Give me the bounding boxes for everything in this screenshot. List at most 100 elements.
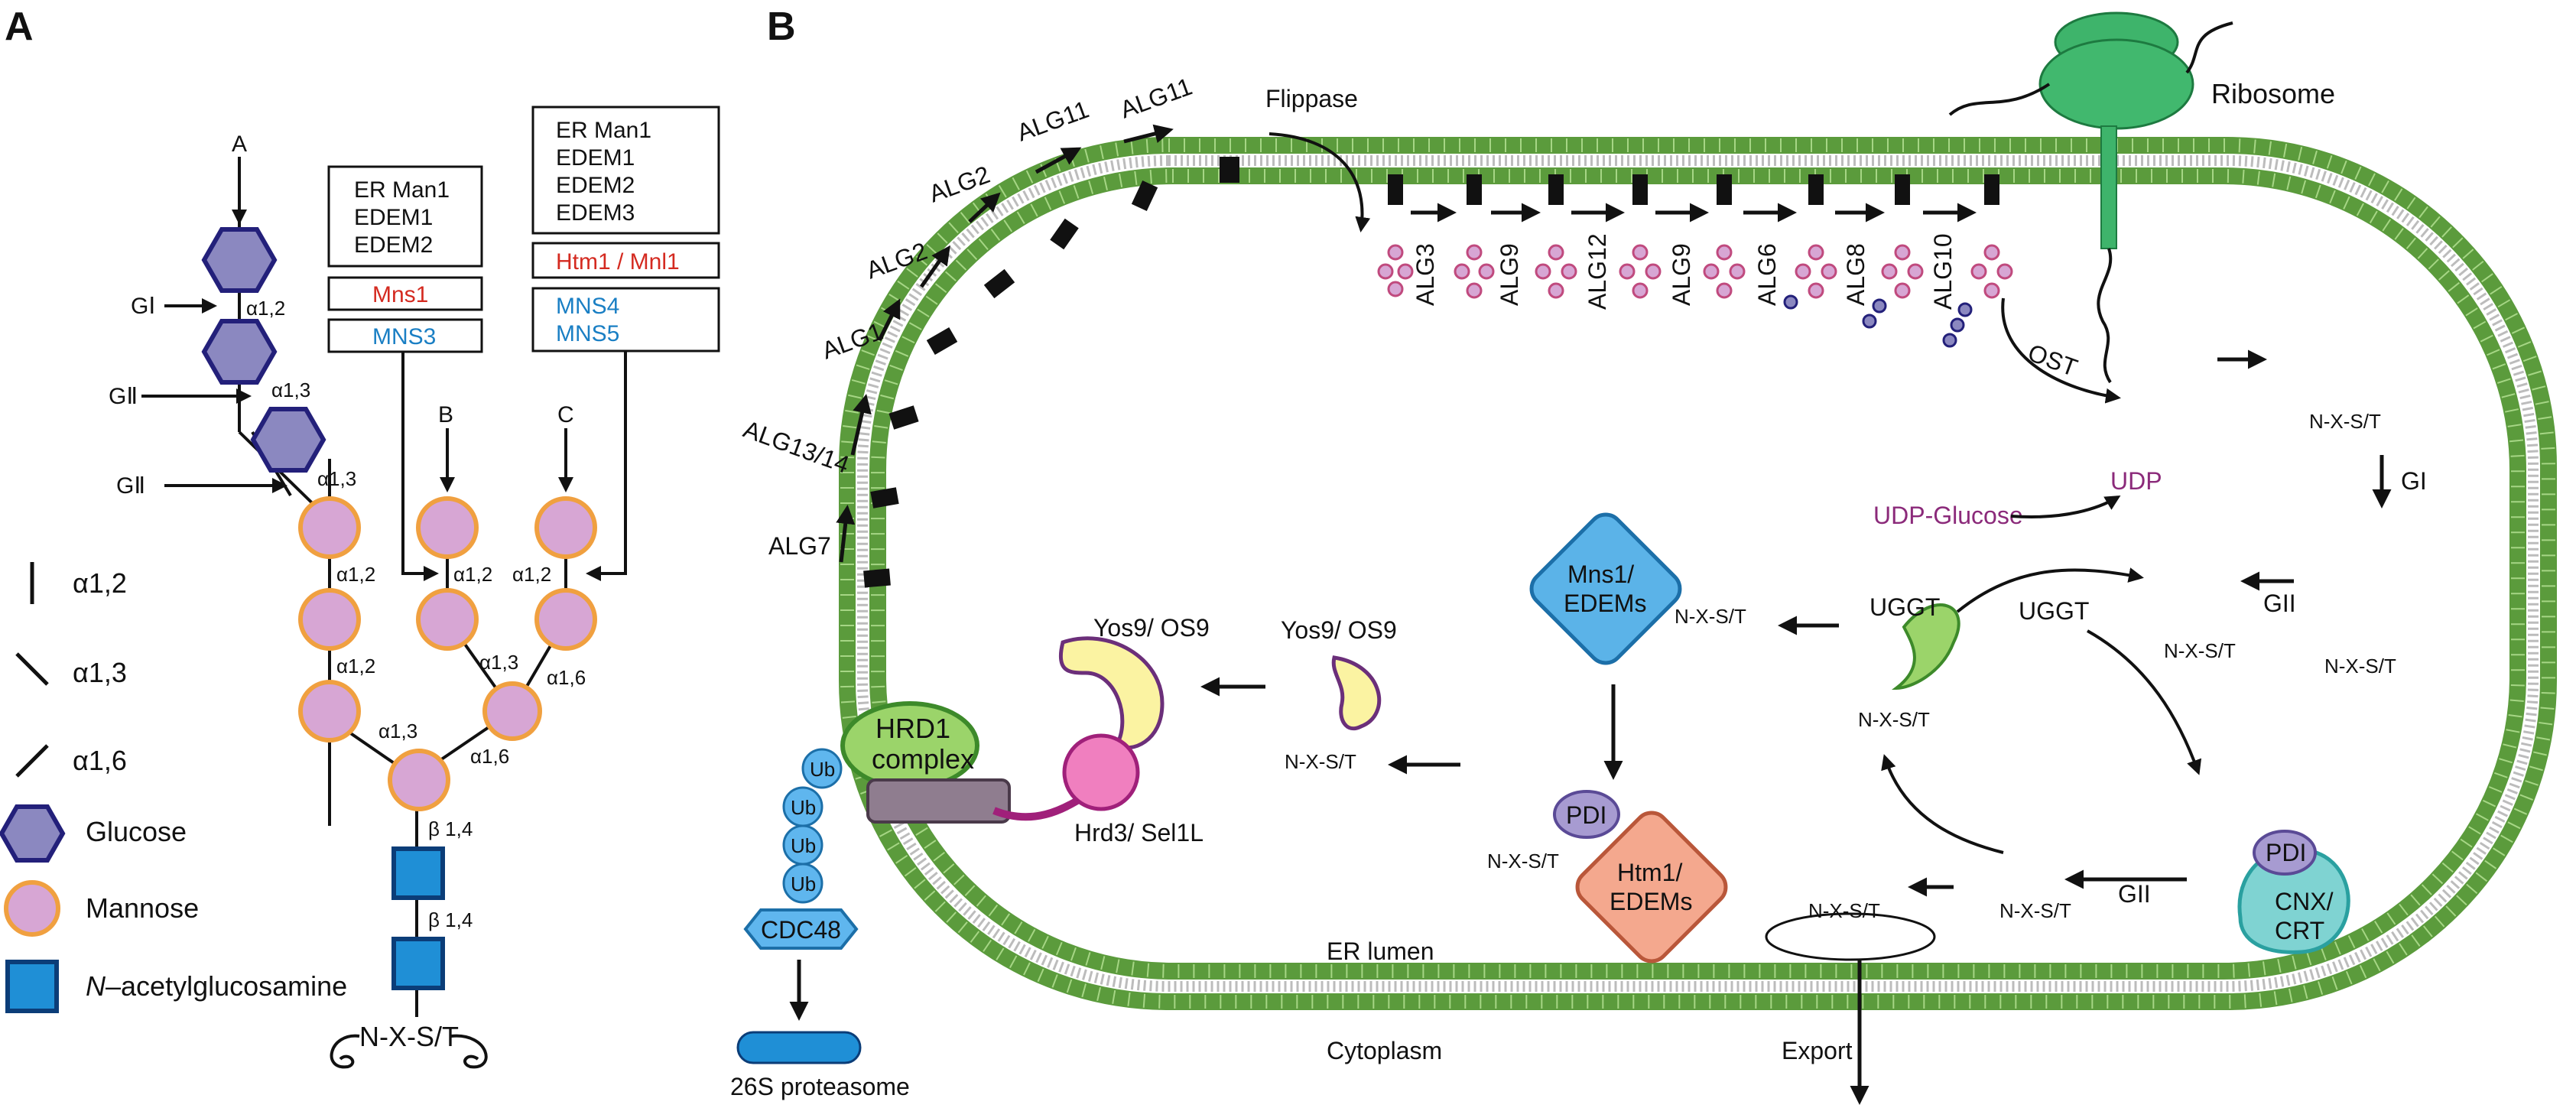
ubiquitin-chain: Ub Ub Ub Ub [782, 748, 843, 904]
yos9-lectin-2 [1058, 636, 1165, 750]
hrd3-label: Hrd3/ Sel1L [1074, 819, 1204, 846]
legend-a12: α1,2 [73, 567, 127, 599]
lumen-alg-label: ALG10 [1929, 233, 1957, 310]
hrd1-label: HRD1 [875, 713, 950, 744]
alg-step-label: ALG11 [1013, 95, 1093, 146]
box-c-line: EDEM2 [556, 173, 635, 198]
mannose-icon [4, 880, 60, 937]
mannose-icon [1466, 282, 1483, 299]
mannose-icon [1548, 244, 1564, 261]
sequon-label: N-X-S/T [1675, 605, 1746, 628]
export-vesicle [1765, 912, 1936, 961]
panel-a-legend: α1,2 α1,3 α1,6 Glucose Mannose N–acetylg… [0, 562, 347, 1013]
cleave-gii-2-label: GⅡ [116, 473, 145, 499]
sequon-label: N-X-S/T [2164, 639, 2236, 662]
mannose-icon [1808, 244, 1824, 261]
legend-glcnac-prefix: N [86, 970, 106, 1002]
glucose-icon [1862, 314, 1877, 329]
panel-b-label: B [767, 5, 796, 49]
glcnac-icon [391, 846, 445, 900]
crt-label: CRT [2275, 917, 2324, 944]
mannose-icon [1478, 263, 1495, 280]
linkage-label: α1,2 [512, 563, 551, 586]
flippase-arrow [1269, 132, 1371, 232]
legend-a13-glyph [15, 652, 49, 686]
mannose-icon [482, 681, 542, 741]
box-c-blue: MNS5 [556, 321, 619, 346]
mannose-icon [1561, 263, 1577, 280]
alg-cytosolic-steps [836, 124, 1174, 563]
sequon-label: N-X-S/T [1808, 899, 1880, 922]
lumen-glucose-beads [1783, 294, 1973, 348]
cnx-to-gii-arrow [2087, 629, 2202, 775]
mannose-icon [298, 588, 361, 651]
box-b-blue: MNS3 [372, 324, 436, 349]
mannose-icon [416, 496, 479, 559]
lumen-alg-label: ALG8 [1842, 243, 1869, 306]
lumen-glycan-clusters [1377, 244, 2013, 299]
hrd1-complex-label: complex [872, 743, 974, 775]
glucose-icon [250, 407, 326, 473]
mannose-icon [1983, 282, 2000, 299]
hrd3-sel1l [1062, 733, 1140, 811]
linkage-label: β 1,4 [428, 817, 473, 840]
legend-a16-glyph [15, 744, 49, 778]
mannose-icon [388, 749, 450, 811]
cdc48-label: CDC48 [761, 916, 841, 944]
mannose-icon [1881, 263, 1898, 280]
mns1-edems-box [1529, 512, 1682, 665]
pdi-enzyme [2253, 830, 2317, 876]
sequon-label: N-X-S/T [1487, 850, 1559, 872]
htm1-edems-label: EDEMs [1610, 888, 1692, 915]
alg-step-label: ALG2 [862, 237, 931, 284]
legend-mannose: Mannose [86, 892, 199, 924]
mannose-icon [1548, 282, 1564, 299]
mannose-icon [1535, 263, 1551, 280]
cnx-label: CNX/ [2275, 888, 2334, 915]
glucose-icon [1950, 317, 1965, 333]
mannose-icon [1907, 263, 1924, 280]
mannose-icon [1454, 263, 1470, 280]
panel-a-sequon: N-X-S/T [359, 1021, 459, 1052]
udp-glucose-label: UDP-Glucose [1873, 502, 2023, 529]
panel-b: B Ribosome ALG7 [730, 5, 2557, 1105]
glucose-icon [1872, 298, 1887, 314]
mannose-icon [298, 496, 361, 559]
htm1-edems-box [1575, 811, 1728, 963]
mannose-icon [1716, 282, 1733, 299]
mannose-icon [416, 588, 479, 651]
mannose-icon [1894, 282, 1911, 299]
panel-a-mannose [298, 496, 597, 811]
glcnac-icon [5, 960, 59, 1013]
box-b-red: Mns1 [372, 282, 428, 307]
peptide-curl-right [450, 1034, 488, 1069]
lumen-alg-label: ALG12 [1584, 233, 1611, 310]
ribosome: Ribosome [1948, 11, 2335, 384]
glucose-icon [0, 804, 66, 863]
mannose-icon [534, 588, 597, 651]
udp-glucose-arrow [2010, 495, 2121, 518]
sequon-label: N-X-S/T [2309, 410, 2381, 433]
alg-step-label: ALG1 [818, 317, 886, 365]
pdi-2-label: PDI [1566, 801, 1606, 829]
pdi-2-enzyme [1553, 790, 1620, 839]
ubiquitin-icon [801, 748, 843, 789]
mannose-icon [1397, 263, 1414, 280]
cleave-gi-label: GⅠ [131, 294, 155, 319]
mannose-icon [1795, 263, 1811, 280]
panel-a: A [0, 5, 720, 1069]
uggt-enzyme [1891, 603, 1960, 690]
box-c-line: EDEM3 [556, 200, 635, 226]
mannose-icon [1716, 244, 1733, 261]
dolichol-anchors [863, 157, 1999, 588]
mannose-icon [1821, 263, 1837, 280]
mannose-icon [1466, 244, 1483, 261]
glucose-icon [1942, 333, 1957, 348]
lumen-alg-label: ALG9 [1496, 243, 1523, 306]
legend-a16: α1,6 [73, 745, 127, 776]
sequon-label: N-X-S/T [2324, 655, 2396, 677]
yos9-2-label: Yos9/ OS9 [1093, 614, 1210, 642]
sequon-label: N-X-S/T [1285, 750, 1356, 773]
ost-label: OST [2025, 339, 2081, 382]
